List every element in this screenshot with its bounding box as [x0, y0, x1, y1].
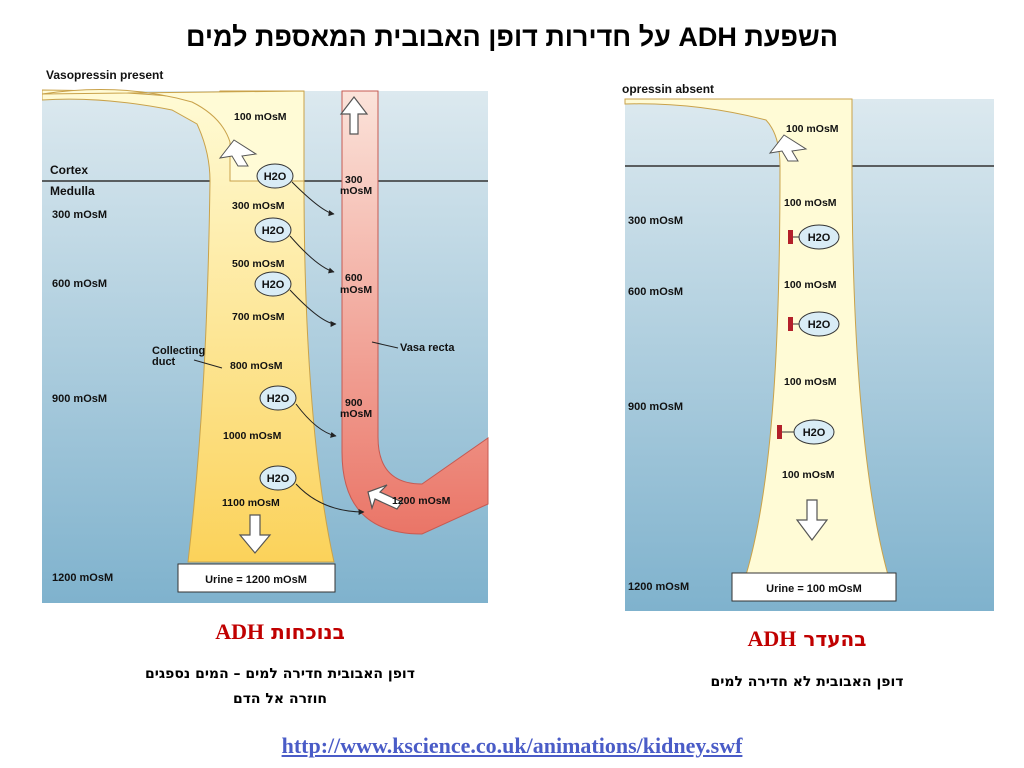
svg-text:H2O: H2O	[262, 225, 285, 237]
vasopressin-present-diagram: Vasopressin present Cortex Medulla 300 m…	[42, 62, 492, 607]
vasopressin-absent-diagram: opressin absent 300 mOsM 600 mOsM 900 mO…	[616, 80, 996, 615]
duct-osmolarity: 1100 mOsM	[222, 497, 280, 509]
adh-absent-text: בהעדר	[803, 627, 867, 651]
adh-present-word: ADH	[215, 619, 265, 644]
duct-osmolarity: 100 mOsM	[784, 376, 837, 388]
svg-text:H2O: H2O	[808, 232, 831, 244]
urine-value: Urine = 1200 mOsM	[205, 574, 307, 586]
water-movement-arrow	[289, 235, 335, 274]
collecting-duct	[624, 98, 889, 576]
vasa-osmolarity: 600 mOsM	[340, 272, 372, 296]
duct-osmolarity: 100 mOsM	[234, 111, 287, 123]
vasa-recta	[341, 90, 489, 535]
svg-text:H2O: H2O	[267, 473, 290, 485]
adh-absent-caption: בהעדר ADH	[707, 626, 907, 652]
adh-present-caption: בנוכחות ADH	[180, 619, 380, 645]
vasopressin-absent-heading: opressin absent	[622, 82, 714, 96]
duct-osmolarity: 700 mOsM	[232, 311, 285, 323]
water-molecule: H2O	[254, 217, 292, 243]
cortex-label: Cortex	[50, 163, 88, 177]
water-movement-arrow	[295, 483, 365, 515]
flow-down-arrow	[238, 514, 272, 554]
blocked-water-molecule: H2O	[788, 311, 840, 337]
medulla-label: Medulla	[50, 184, 95, 198]
adh-absent-description-line1: דופן האבובית לא חדירה למים	[710, 674, 904, 690]
interstitium-osmolarity: 300 mOsM	[628, 215, 683, 227]
interstitium-osmolarity: 900 mOsM	[628, 401, 683, 413]
interstitium-osmolarity: 600 mOsM	[52, 278, 107, 290]
urine-value: Urine = 100 mOsM	[766, 583, 862, 595]
blocked-water-molecule: H2O	[788, 224, 840, 250]
svg-text:H2O: H2O	[264, 171, 287, 183]
blocked-water-molecule: H2O	[777, 419, 835, 445]
duct-osmolarity: 300 mOsM	[232, 200, 285, 212]
duct-osmolarity: 100 mOsM	[782, 469, 835, 481]
water-molecule: H2O	[259, 465, 297, 491]
water-molecule: H2O	[256, 163, 294, 189]
svg-text:H2O: H2O	[262, 279, 285, 291]
flow-down-arrow	[795, 499, 829, 541]
adh-present-description-line1: דופן האבובית חדירה למים – המים נספגים	[145, 666, 415, 682]
water-movement-arrow	[295, 403, 337, 438]
adh-present-description-line2: חוזרה אל הדם	[232, 691, 328, 707]
interstitium-osmolarity: 600 mOsM	[628, 286, 683, 298]
svg-text:H2O: H2O	[808, 319, 831, 331]
svg-text:H2O: H2O	[267, 393, 290, 405]
vasa-return-arrow	[367, 484, 403, 511]
duct-osmolarity: 100 mOsM	[784, 279, 837, 291]
flow-in-arrow	[768, 134, 808, 162]
duct-osmolarity: 100 mOsM	[784, 197, 837, 209]
urine-box	[731, 572, 897, 602]
adh-present-description: דופן האבובית חדירה למים – המים נספגים חו…	[100, 662, 460, 712]
interstitium-osmolarity: 300 mOsM	[52, 209, 107, 221]
interstitium-osmolarity: 1200 mOsM	[52, 572, 113, 584]
collecting-duct-pointer	[193, 359, 223, 369]
duct-osmolarity: 800 mOsM	[230, 360, 283, 372]
water-molecule: H2O	[254, 271, 292, 297]
water-movement-arrow	[291, 181, 335, 217]
duct-osmolarity: 500 mOsM	[232, 258, 285, 270]
flow-in-arrow	[218, 139, 258, 167]
duct-osmolarity: 1000 mOsM	[223, 430, 282, 442]
adh-present-text: בנוכחות	[271, 620, 345, 644]
vasa-recta-label: Vasa recta	[400, 342, 455, 354]
vasa-up-arrow	[339, 96, 369, 135]
vasopressin-present-heading: Vasopressin present	[46, 68, 163, 82]
adh-absent-description: דופן האבובית לא חדירה למים	[637, 670, 977, 695]
vasa-osmolarity: 900 mOsM	[340, 397, 372, 420]
interstitium-osmolarity: 900 mOsM	[52, 393, 107, 405]
adh-absent-word: ADH	[747, 626, 797, 651]
svg-text:H2O: H2O	[803, 427, 826, 439]
vasa-osmolarity: 300 mOsM	[340, 174, 372, 197]
duct-osmolarity: 100 mOsM	[786, 123, 839, 135]
vasa-recta-pointer	[371, 341, 399, 349]
water-molecule: H2O	[259, 385, 297, 411]
water-movement-arrow	[289, 289, 337, 327]
collecting-duct-label: Collecting duct	[152, 345, 208, 368]
source-link[interactable]: http://www.kscience.co.uk/animations/kid…	[281, 733, 743, 758]
slide-title: השפעת ADH על חדירות דופן האבובית המאספת …	[185, 22, 839, 52]
interstitium-osmolarity: 1200 mOsM	[628, 581, 689, 593]
urine-box	[177, 563, 336, 593]
vasa-osmolarity: 1200 mOsM	[392, 495, 451, 507]
